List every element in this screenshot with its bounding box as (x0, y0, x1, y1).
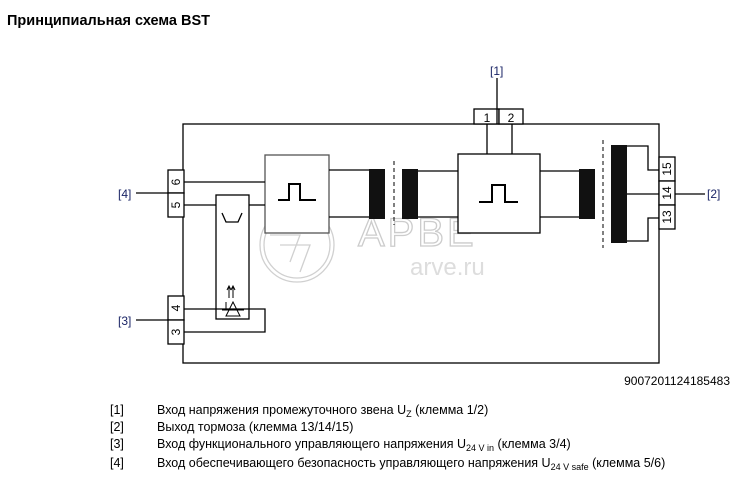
legend-num: [4] (110, 456, 124, 470)
terminal-5-label: 5 (169, 201, 183, 208)
page-title: Принципиальная схема BST (7, 13, 211, 29)
terminal-6-label: 6 (169, 178, 183, 185)
callout-2: [2] (707, 187, 720, 201)
optocoupler (215, 194, 250, 320)
figure-id: 9007201124185483 (624, 374, 730, 388)
legend-num: [1] (110, 403, 124, 417)
light-arrows-icon (228, 287, 234, 298)
pulse-block-2 (457, 153, 541, 234)
pulse-block-1 (264, 154, 330, 234)
terminal-3-label: 3 (169, 328, 183, 335)
brake-relay-core (611, 145, 627, 243)
transformer-core-right (402, 169, 418, 219)
legend-num: [3] (110, 437, 124, 451)
transformer-core-left (369, 169, 385, 219)
callout-3: [3] (118, 314, 131, 328)
callout-1: [1] (490, 64, 503, 78)
callout-4: [4] (118, 187, 131, 201)
terminal-1-label: 1 (484, 111, 491, 125)
pulse-icon (479, 184, 518, 203)
terminal-13 (658, 204, 676, 230)
device-housing (182, 123, 660, 364)
legend-num: [2] (110, 420, 124, 434)
terminal-4-label: 4 (169, 304, 183, 311)
terminal-2-label: 2 (508, 111, 515, 125)
svg-text:arve.ru: arve.ru (410, 254, 485, 281)
output-transformer-core (579, 169, 595, 219)
terminal-15-label: 15 (660, 162, 674, 176)
pulse-icon (278, 183, 316, 201)
terminal-13-label: 13 (660, 210, 674, 224)
transistor-icon (221, 212, 243, 223)
terminal-14-label: 14 (660, 186, 674, 200)
terminal-2 (498, 108, 524, 125)
